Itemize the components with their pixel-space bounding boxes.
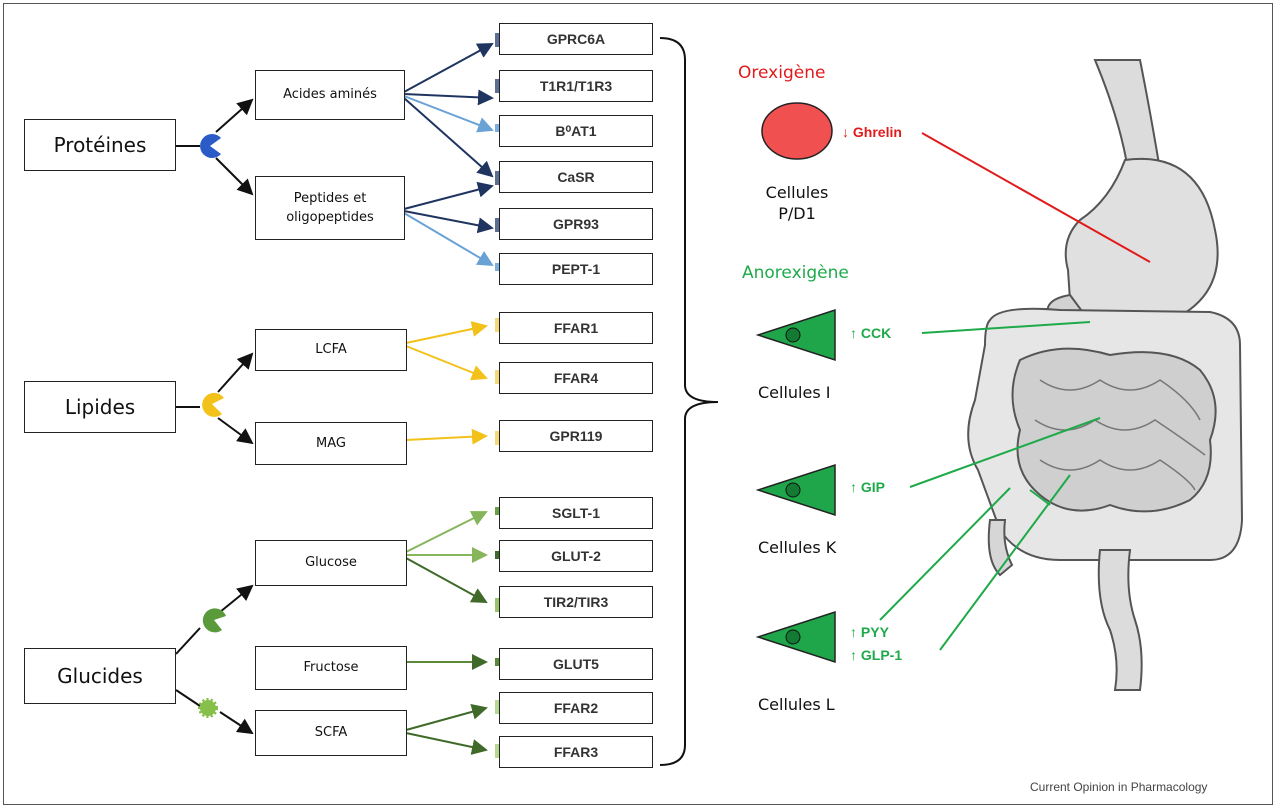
anorexigene-heading: Anorexigène [742, 263, 849, 283]
receptor-glut2: GLUT-2 [499, 540, 653, 572]
scfa-enzyme-icon [198, 698, 218, 718]
stomach [1064, 157, 1219, 331]
receptor-pept1: PEPT-1 [499, 253, 653, 285]
hormone-ghrelin: ↓ Ghrelin [842, 124, 902, 140]
enzyme-icons [198, 134, 226, 718]
enzyme-to-sub-arrows [215, 98, 254, 735]
cell-icons [755, 102, 836, 664]
receptor-ffar1: FFAR1 [499, 312, 653, 344]
up-arrow-icon: ↑ [850, 624, 857, 640]
orexigene-heading: Orexigène [738, 63, 826, 83]
receptor-glut5: GLUT5 [499, 648, 653, 680]
esophagus [1093, 59, 1162, 171]
pd1-cell-icon [761, 102, 833, 160]
small-intestine [1011, 347, 1217, 513]
carb-receptor-arrows [405, 511, 488, 755]
hormone-gip: ↑ GIP [850, 479, 885, 495]
grouping-brace [659, 37, 719, 766]
down-arrow-icon: ↓ [842, 124, 849, 140]
credit-text: Current Opinion in Pharmacology [1030, 780, 1208, 794]
protein-receptor-arrows [403, 43, 494, 267]
up-arrow-icon: ↑ [850, 479, 857, 495]
protease-icon [200, 134, 221, 158]
lipid-receptor-arrows [405, 321, 488, 445]
lipase-icon [202, 392, 224, 417]
hormone-pyy: ↑ PYY [850, 624, 889, 640]
rectum [1097, 549, 1143, 691]
hormone-glp1: ↑ GLP-1 [850, 647, 902, 663]
sub-acides-amines: Acides aminés [255, 70, 405, 120]
receptor-sglt1: SGLT-1 [499, 497, 653, 529]
cell-i-label: Cellules I [758, 383, 831, 402]
receptor-ffar2: FFAR2 [499, 692, 653, 724]
cck-label: CCK [860, 325, 892, 341]
receptor-ffar4: FFAR4 [499, 362, 653, 394]
up-arrow-icon: ↑ [850, 647, 857, 663]
sub-mag: MAG [255, 422, 407, 465]
amylase-icon [202, 608, 226, 633]
receptor-gprc6a: GPRC6A [499, 23, 653, 55]
sub-peptides-line1: Peptides et [293, 190, 367, 206]
receptor-casr: CaSR [499, 161, 653, 193]
sub-glucose: Glucose [255, 540, 407, 586]
pyy-label: PYY [860, 624, 889, 640]
receptor-ffar3: FFAR3 [499, 736, 653, 768]
sub-peptides: Peptides et oligopeptides [255, 176, 405, 240]
cell-k-label: Cellules K [758, 538, 837, 557]
sub-fructose: Fructose [255, 646, 407, 690]
macro-glucides: Glucides [24, 648, 176, 704]
receptor-gpr93: GPR93 [499, 208, 653, 240]
macro-connectors [175, 145, 201, 707]
hormone-lines [879, 132, 1151, 651]
receptor-markers [495, 33, 500, 758]
cell-pd1-line2: P/D1 [778, 203, 816, 223]
cell-pd1-label: Cellules P/D1 [752, 183, 842, 225]
sub-peptides-line2: oligopeptides [286, 210, 374, 225]
sub-scfa: SCFA [255, 710, 407, 756]
cell-l-label: Cellules L [758, 695, 835, 714]
receptor-gpr119: GPR119 [499, 420, 653, 452]
sub-lcfa: LCFA [255, 329, 407, 371]
receptor-b0at1: B⁰AT1 [499, 115, 653, 147]
macro-lipides: Lipides [24, 381, 176, 433]
gip-label: GIP [860, 479, 886, 495]
up-arrow-icon: ↑ [850, 325, 857, 341]
hormone-cck: ↑ CCK [850, 325, 891, 341]
cell-pd1-line1: Cellules [765, 183, 829, 202]
figure-frame [3, 3, 1273, 805]
macro-proteines: Protéines [24, 119, 176, 171]
receptor-tir2-tir3: TIR2/TIR3 [499, 586, 653, 618]
gut-illustration [967, 59, 1244, 691]
glp1-label: GLP-1 [860, 647, 903, 663]
receptor-t1r1-t1r3: T1R1/T1R3 [499, 70, 653, 102]
ghrelin-label: Ghrelin [852, 124, 902, 140]
